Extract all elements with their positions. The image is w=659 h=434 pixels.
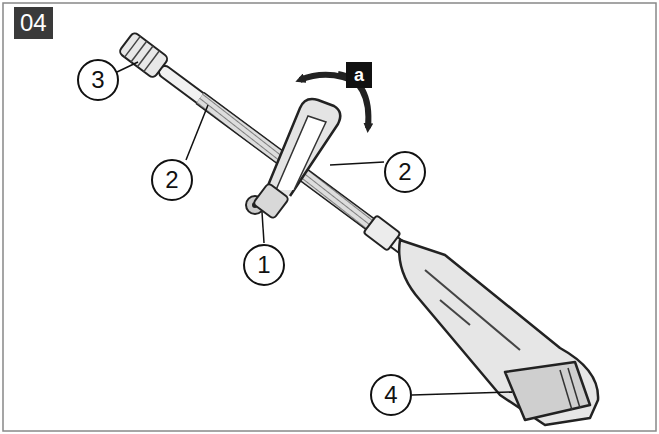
motion-letter: a: [346, 62, 372, 88]
callout-number: 4: [370, 374, 412, 416]
figure-number: 04: [14, 7, 53, 39]
callout-number: 3: [77, 59, 119, 101]
callout-number: 2: [151, 159, 193, 201]
callout-number: 1: [243, 244, 285, 286]
callout-number: 2: [384, 151, 426, 193]
